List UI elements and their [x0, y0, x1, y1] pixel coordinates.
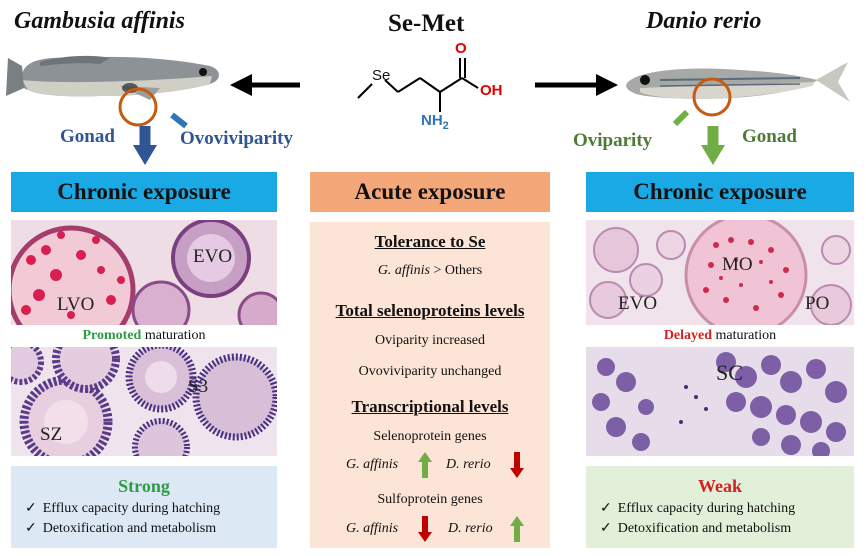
tolerance-line: G. affinis > Others — [377, 263, 483, 278]
left-gonad-label: Gonad — [60, 126, 115, 147]
total-selenoproteins-title: Total selenoproteins levels — [335, 301, 525, 320]
danio-summary-item: ✓Efflux capacity during hatching — [600, 499, 854, 519]
gambusia-summary-item: ✓Efflux capacity during hatching — [25, 499, 277, 519]
right-arrow-icon — [535, 74, 618, 96]
gambusia-sz-label: SZ — [40, 424, 63, 445]
gambusia-evo-label: EVO — [193, 246, 233, 267]
left-chronic-exposure-bar: Chronic exposure — [11, 172, 277, 212]
acute-exposure-bar: Acute exposure — [310, 172, 550, 212]
oviparity-label: Oviparity — [573, 130, 653, 151]
sulfo-gaffinis-down-arrow-icon — [418, 516, 432, 542]
oviparity-connector — [672, 109, 690, 127]
strong-title: Strong — [118, 476, 170, 496]
transcriptional-title: Transcriptional levels — [351, 397, 509, 416]
sulfo-drerio-up-arrow-icon — [510, 516, 524, 542]
danio-weak-summary-box: Weak ✓Efflux capacity during hatching ✓D… — [586, 466, 854, 548]
ovoviviparity-label: Ovoviviparity — [180, 128, 293, 149]
seleno-drerio-down-arrow-icon — [510, 452, 524, 478]
danio-gonad-circle — [692, 77, 732, 117]
danio-summary-item: ✓Detoxification and metabolism — [600, 519, 854, 539]
seleno-drerio-label: D. rerio — [446, 457, 491, 472]
check-icon: ✓ — [25, 521, 37, 536]
danio-fish-image — [626, 62, 850, 102]
ovoviviparity-line: Ovoviviparity unchanged — [358, 364, 502, 379]
right-chronic-exposure-bar: Chronic exposure — [586, 172, 854, 212]
weak-title: Weak — [697, 476, 742, 496]
check-icon: ✓ — [600, 521, 612, 536]
danio-maturation-caption: Delayed maturation — [663, 328, 777, 343]
semet-structure — [357, 58, 479, 112]
selenoprotein-genes-label: Selenoprotein genes — [373, 429, 487, 444]
gambusia-maturation-caption: Promoted maturation — [82, 328, 206, 343]
gambusia-testis-histology-image — [11, 347, 277, 456]
nh2-group-label: NH2 — [421, 112, 449, 132]
sulfo-drerio-label: D. rerio — [448, 521, 493, 536]
gambusia-fish-image — [6, 55, 219, 100]
danio-ovary-histology-image — [586, 220, 854, 325]
gambusia-gonad-circle — [118, 87, 158, 127]
top-graphics — [6, 55, 850, 165]
seleno-gaffinis-up-arrow-icon — [418, 452, 432, 478]
danio-testis-histology-image — [586, 347, 854, 456]
gambusia-summary-item: ✓Detoxification and metabolism — [25, 519, 277, 539]
danio-mo-label: MO — [722, 254, 753, 275]
seleno-gaffinis-label: G. affinis — [346, 457, 399, 472]
oviparity-line: Oviparity increased — [374, 333, 485, 348]
left-arrow-icon — [230, 74, 300, 96]
check-icon: ✓ — [25, 501, 37, 516]
oh-group-label: OH — [480, 82, 503, 99]
gambusia-strong-summary-box: Strong ✓Efflux capacity during hatching … — [11, 466, 277, 548]
tolerance-title: Tolerance to Se — [374, 232, 486, 251]
right-gonad-label: Gonad — [742, 126, 797, 147]
acute-exposure-panel: Tolerance to Se G. affinis > Others Tota… — [310, 222, 550, 548]
danio-po-label: PO — [805, 293, 830, 314]
o-atom-label: O — [455, 40, 467, 57]
sulfo-gaffinis-label: G. affinis — [346, 521, 399, 536]
danio-sc-label: SC — [716, 360, 743, 385]
gambusia-ovary-histology-image — [11, 220, 277, 325]
gambusia-lvo-label: LVO — [57, 294, 95, 315]
danio-species-title: Danio rerio — [646, 8, 762, 34]
check-icon: ✓ — [600, 501, 612, 516]
sulfoprotein-genes-label: Sulfoprotein genes — [377, 492, 483, 507]
gambusia-species-title: Gambusia affinis — [14, 8, 185, 34]
gambusia-s3-label: S3 — [188, 376, 209, 397]
danio-gonad-arrow-icon — [701, 126, 725, 165]
gambusia-gonad-arrow-icon — [133, 126, 157, 165]
se-atom-label: Se — [372, 67, 391, 84]
semet-title: Se-Met — [388, 10, 465, 37]
ovoviviparity-connector — [170, 112, 188, 129]
danio-evo-label: EVO — [618, 293, 658, 314]
